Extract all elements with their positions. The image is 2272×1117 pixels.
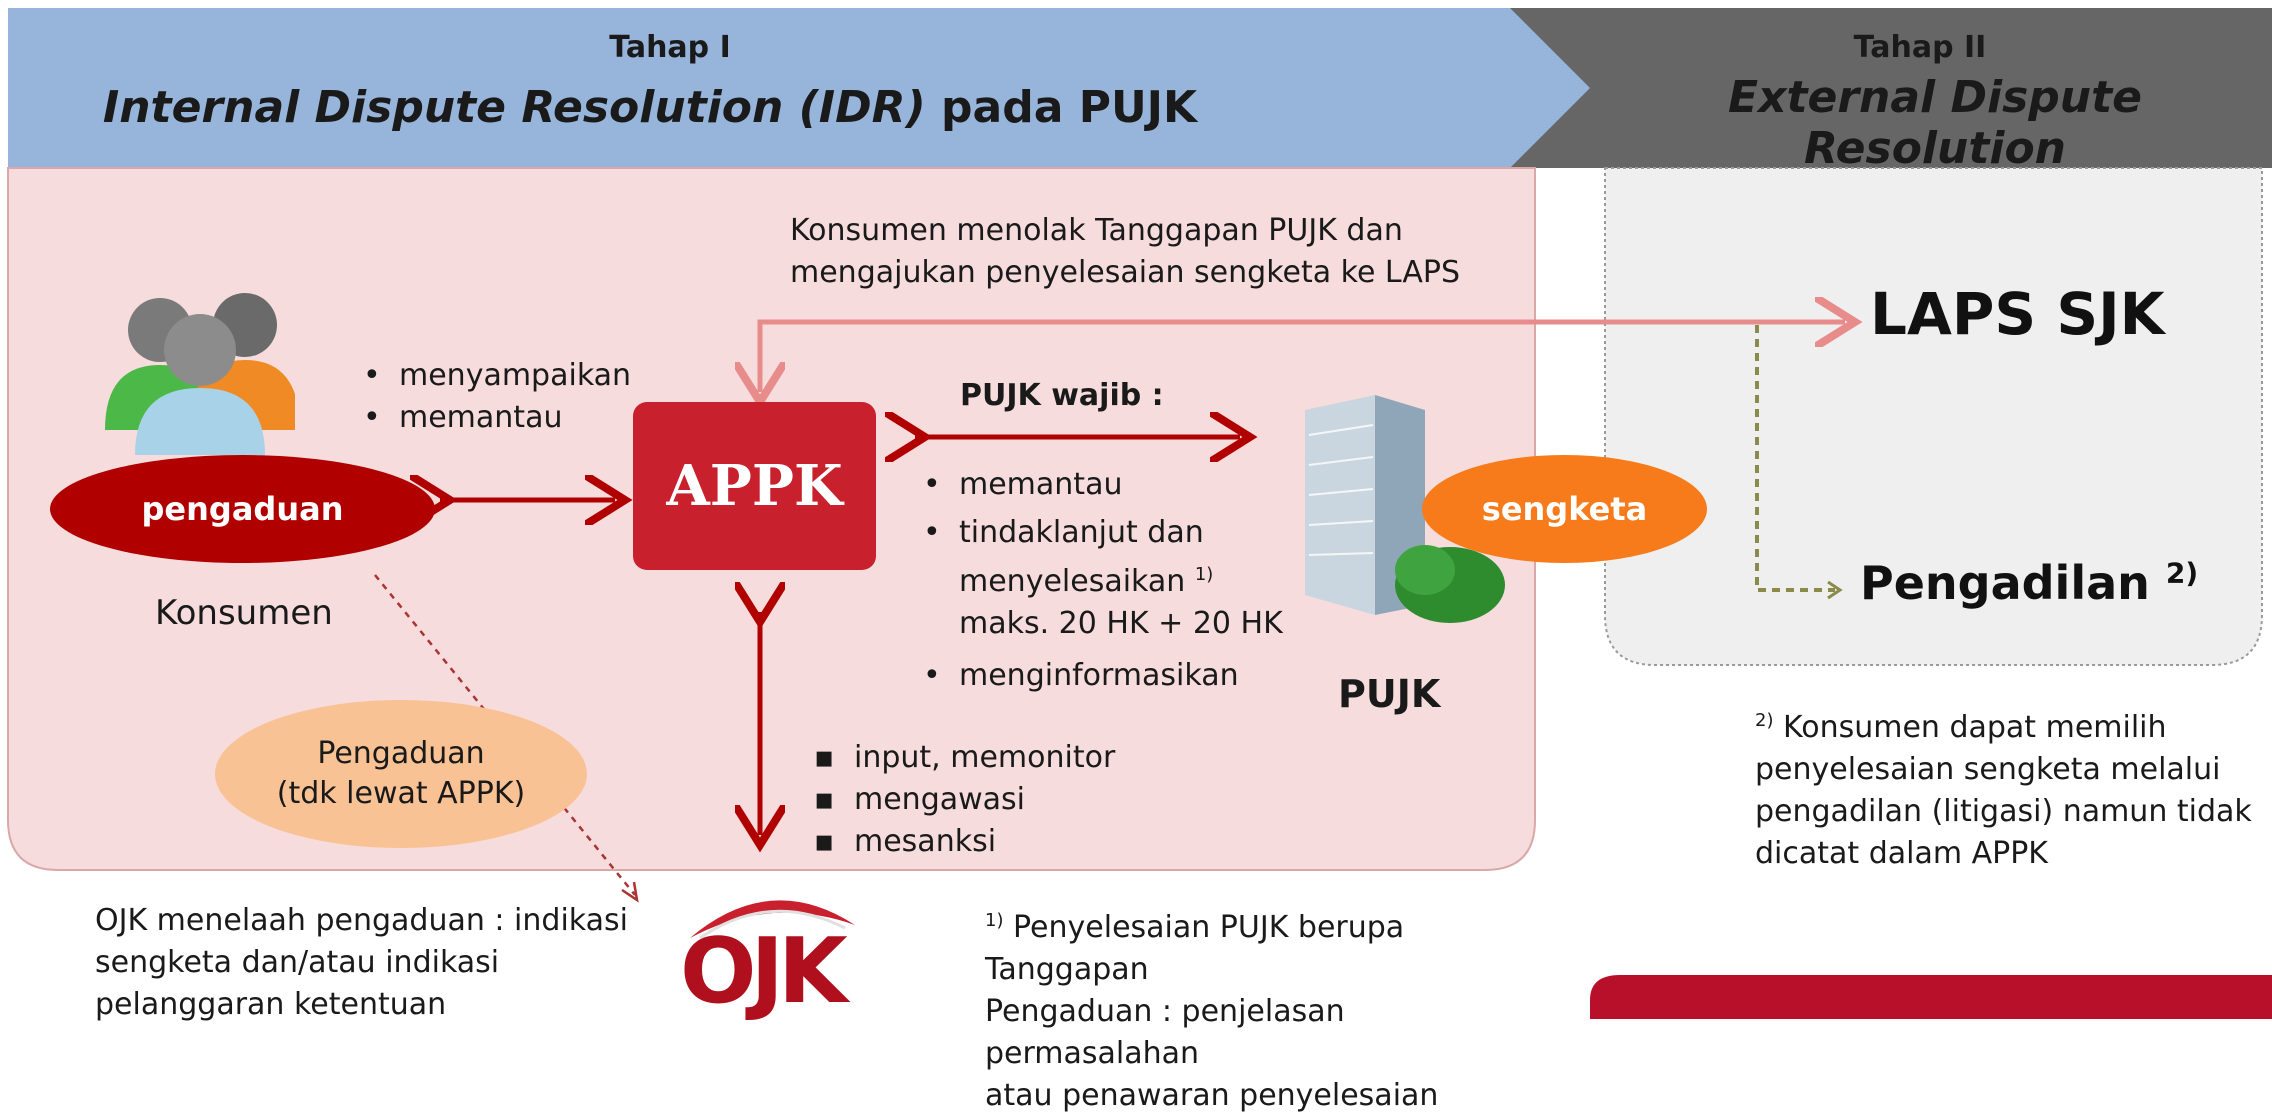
footnote-mark: 2) [2165, 556, 2199, 590]
obligation-item: •tindaklanjut dan [923, 515, 1204, 550]
laps-sjk-label: LAPS SJK [1870, 280, 2165, 348]
obligation-text: menginformasikan [959, 658, 1239, 693]
footnote-1-line: Pengaduan : penjelasan permasalahan [985, 994, 1345, 1071]
obligation-text: memantau [959, 467, 1123, 502]
consumer-label: Konsumen [155, 593, 333, 633]
pengadilan-label: Pengadilan 2) [1860, 556, 2198, 610]
footnote-2-line: dicatat dalam APPK [1755, 836, 2048, 871]
consumer-action: menyampaikan [355, 355, 655, 397]
pujk-obligation-heading: PUJK wajib : [960, 378, 1164, 413]
bottom-red-bar [1590, 975, 2272, 1019]
stage2-label: Tahap II [1853, 30, 1987, 65]
obligation-text-part: menyelesaikan [959, 564, 1186, 599]
reject-note-line1: Konsumen menolak Tanggapan PUJK dan [790, 213, 1403, 248]
ojk-logo-text: OJK [680, 919, 848, 1024]
footnote-1-line: 1) Penyelesaian PUJK berupa Tanggapan [985, 900, 1565, 991]
footnote-2-text: Konsumen dapat memilih [1783, 710, 2167, 745]
stage2-header-bar [1510, 8, 2272, 168]
stage1-title: Internal Dispute Resolution (IDR) pada P… [100, 82, 1200, 133]
ojk-action: input, memonitor [810, 737, 1210, 779]
obligation-text: maks. 20 HK + 20 HK [959, 606, 1283, 641]
stage1-header-arrow [8, 8, 1595, 168]
footnote-2: 2) Konsumen dapat memilih penyelesaian s… [1755, 700, 2255, 875]
ojk-logo-roof [690, 900, 855, 940]
pujk-obligations: •memantau •tindaklanjut dan menyelesaika… [915, 464, 1335, 697]
footnote-mark: 2) [1755, 710, 1774, 731]
footnote-2-line: 2) Konsumen dapat memilih [1755, 700, 2255, 749]
stage2-zone [1604, 167, 2263, 666]
pengaduan-ellipse: pengaduan [50, 455, 435, 563]
obligation-text: menyelesaikan 1) [915, 554, 1335, 603]
stage1-title-rest: pada PUJK [925, 82, 1198, 133]
consumer-actions: menyampaikan memantau [355, 355, 655, 439]
stage1-label: Tahap I [609, 30, 731, 65]
appk-box: APPK [633, 402, 876, 570]
consumers-icon [105, 293, 295, 455]
reject-note-line2: mengajukan penyelesaian sengketa ke LAPS [790, 255, 1460, 290]
sengketa-ellipse: sengketa [1422, 455, 1707, 563]
ojk-note: OJK menelaah pengaduan : indikasi sengke… [95, 900, 655, 1026]
reject-note: Konsumen menolak Tanggapan PUJK dan meng… [790, 210, 1510, 294]
obligation-item: •memantau [923, 467, 1123, 502]
footnote-1-text: Penyelesaian PUJK berupa Tanggapan [985, 910, 1405, 987]
footnote-mark: 1) [985, 910, 1004, 931]
reject-response-arrow [760, 319, 1800, 392]
stage1-title-italic: Internal Dispute Resolution (IDR) [102, 82, 926, 133]
ojk-note-line: pelanggaran ketentuan [95, 987, 447, 1022]
to-pengadilan-arrow [1755, 325, 1835, 592]
direct-complaint-ellipse: Pengaduan (tdk lewat APPK) [215, 700, 587, 848]
pujk-label: PUJK [1338, 672, 1441, 716]
footnote-1-line: atau penawaran penyelesaian [985, 1078, 1439, 1113]
building-icon [1305, 395, 1505, 623]
obligation-text: tindaklanjut dan [959, 515, 1204, 550]
direct-complaint-line2: (tdk lewat APPK) [276, 776, 526, 811]
ojk-logo: OJK [670, 880, 870, 1024]
footnote-mark: 1) [1194, 564, 1214, 585]
footnote-2-line: pengadilan (litigasi) namun tidak [1755, 794, 2252, 829]
ojk-action: mesanksi [810, 821, 1210, 863]
footnote-1: 1) Penyelesaian PUJK berupa Tanggapan Pe… [985, 900, 1565, 1117]
stage2-title: External Dispute Resolution [1728, 72, 2142, 174]
pengadilan-text: Pengadilan [1860, 556, 2150, 610]
ojk-note-line: OJK menelaah pengaduan : indikasi [95, 903, 628, 938]
obligation-item: •menginformasikan [923, 658, 1239, 693]
ojk-actions: input, memonitor mengawasi mesanksi [810, 737, 1210, 863]
consumer-action: memantau [355, 397, 655, 439]
ojk-note-line: sengketa dan/atau indikasi [95, 945, 500, 980]
ojk-action: mengawasi [810, 779, 1210, 821]
footnote-2-line: penyelesaian sengketa melalui [1755, 752, 2221, 787]
direct-complaint-line1: Pengaduan [317, 736, 485, 771]
